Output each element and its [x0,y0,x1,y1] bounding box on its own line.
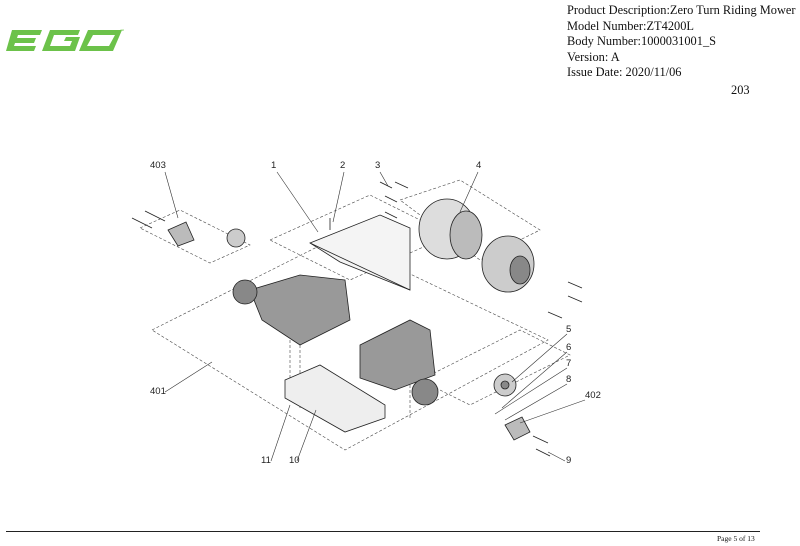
callout-4: 4 [476,160,481,171]
callout-6: 6 [566,342,571,353]
callout-7: 7 [566,358,571,369]
ego-logo: ™ [6,28,124,51]
callout-2: 2 [340,160,345,171]
page-indicator: Page 5 of 13 [717,534,755,543]
model-number: Model Number:ZT4200L [567,18,694,33]
callout-401: 401 [150,386,166,397]
version: Version: A [567,49,620,64]
footer-divider [6,531,760,532]
callout-5: 5 [566,324,571,335]
page-code: 203 [731,83,750,97]
body-number: Body Number:1000031001_S [567,34,717,49]
callout-403: 403 [150,160,166,171]
callout-1: 1 [271,160,276,171]
callout-3: 3 [375,160,380,171]
svg-text:™: ™ [120,28,124,33]
callout-11: 11 [261,455,271,466]
issue-date: Issue Date: 2020/11/06 [567,65,682,80]
callout-402: 402 [585,390,601,401]
callout-9: 9 [566,455,571,466]
callout-10: 10 [289,455,300,466]
product-description: Product Description:Zero Turn Riding Mow… [567,3,796,17]
callout-8: 8 [566,374,571,385]
document-header: Product Description:Zero Turn Riding Mow… [567,3,796,81]
